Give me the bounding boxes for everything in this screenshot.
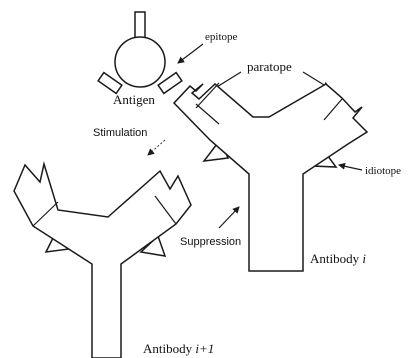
antibody-i-segment-left bbox=[195, 82, 220, 109]
stimulation-label: Stimulation bbox=[93, 127, 147, 139]
stimulation-arrow bbox=[147, 139, 166, 156]
antibody-i-segment-right bbox=[323, 98, 343, 121]
antibody-i-body bbox=[172, 82, 369, 272]
idiotope-label: idiotope bbox=[365, 165, 401, 177]
antibody-i1-label: Antibody i+1 bbox=[143, 341, 214, 356]
antigen-body bbox=[114, 36, 166, 88]
antibody-i1-segment-left bbox=[32, 201, 59, 227]
antigen-left-stub bbox=[97, 71, 123, 95]
idiotope-arrow bbox=[338, 162, 363, 171]
antibody-i-shape bbox=[172, 82, 369, 272]
antibody-i-index: i bbox=[362, 251, 366, 266]
antibody-i1-index: i+1 bbox=[195, 341, 214, 356]
suppression-label: Suppression bbox=[180, 236, 241, 248]
antibody-i1-body bbox=[13, 161, 192, 358]
antibody-i1-shape bbox=[13, 161, 192, 358]
antibody-i-label: Antibody i bbox=[310, 251, 366, 266]
antibody-i-prefix: Antibody bbox=[310, 251, 362, 266]
antigen-right-stub bbox=[157, 71, 183, 95]
epitope-arrow bbox=[177, 43, 204, 64]
antibody-i-inner-arm-left bbox=[195, 103, 220, 125]
antigen-shape bbox=[97, 11, 183, 95]
antigen-label: Antigen bbox=[113, 92, 155, 107]
suppression-arrow bbox=[218, 206, 240, 229]
antibody-i1-segment-right bbox=[154, 195, 177, 225]
antibody-i1-prefix: Antibody bbox=[143, 341, 195, 356]
paratope-label: paratope bbox=[247, 59, 292, 74]
epitope-label: epitope bbox=[205, 31, 237, 43]
antibody-i-paratope-left-edge bbox=[173, 85, 191, 104]
